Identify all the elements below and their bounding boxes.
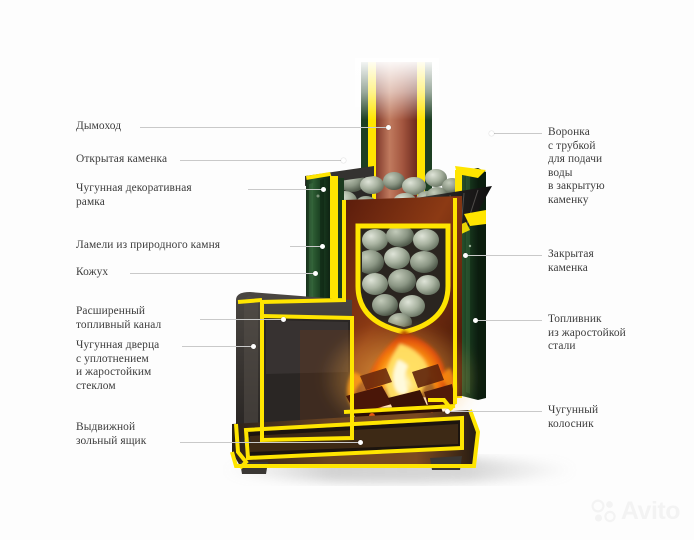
- stone-lamella-panel-left: [306, 176, 344, 324]
- marker-lamellas: [320, 244, 325, 249]
- marker-water-funnel: [489, 131, 494, 136]
- leader-water-funnel: [494, 133, 542, 134]
- leader-closed-heater: [468, 255, 542, 256]
- callout-label-open-heater: Открытая каменка: [76, 153, 168, 165]
- leader-lamellas: [290, 246, 322, 247]
- leader-open-heater: [180, 160, 343, 161]
- leader-ash-box: [180, 442, 360, 443]
- callout-label-cast-iron-frame: Чугунная декоративная рамка: [76, 182, 192, 208]
- marker-fuel-channel: [281, 317, 286, 322]
- callout-label-grate: Чугунный колосник: [548, 404, 599, 430]
- callout-label-water-funnel: Воронка с трубкой для подачи воды в закр…: [548, 126, 605, 206]
- callout-label-casing: Кожух: [76, 266, 109, 278]
- callout-label-closed-heater: Закрытая каменка: [548, 248, 594, 274]
- closed-heater-part: [355, 223, 451, 335]
- leader-grate: [450, 411, 542, 412]
- marker-closed-heater: [463, 253, 468, 258]
- callout-label-ash-box: Выдвижной зольный ящик: [76, 421, 147, 447]
- marker-ash-box: [358, 440, 363, 445]
- leader-fuel-channel: [200, 319, 283, 320]
- callout-label-chimney: Дымоход: [76, 120, 122, 132]
- marker-open-heater: [341, 158, 346, 163]
- marker-frame: [321, 187, 326, 192]
- leader-firebox: [478, 320, 542, 321]
- callout-label-door: Чугунная дверца с уплотнением и жаростой…: [76, 339, 160, 392]
- leader-chimney: [140, 127, 388, 128]
- marker-door: [251, 344, 256, 349]
- marker-grate: [445, 409, 450, 414]
- leader-frame: [248, 189, 323, 190]
- callout-label-firebox: Топливник из жаростойкой стали: [548, 313, 626, 353]
- callout-label-fuel-channel: Расширенный топливный канал: [76, 305, 162, 331]
- callout-label-stone-lamellas: Ламели из природного камня: [76, 239, 221, 251]
- marker-firebox: [473, 318, 478, 323]
- cutaway-outline: [230, 198, 481, 470]
- leader-door: [182, 346, 253, 347]
- marker-chimney: [386, 125, 391, 130]
- marker-casing: [313, 271, 318, 276]
- leader-casing: [130, 273, 315, 274]
